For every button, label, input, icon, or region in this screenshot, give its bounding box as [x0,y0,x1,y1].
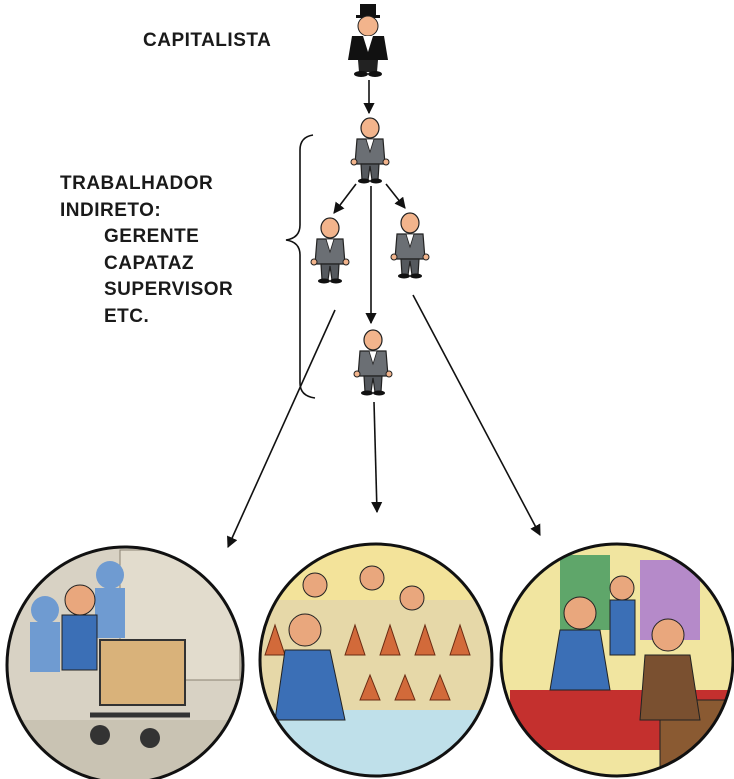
foreman-figure [310,217,350,285]
role-capataz: CAPATAZ [104,252,195,274]
arrow [371,401,383,514]
capitalist-figure [348,4,388,77]
indirect-worker-title-line1: TRABALHADOR [60,173,214,194]
supervisor-figure [390,212,430,280]
role-gerente: GERENTE [104,226,200,247]
shop-worker-scene [501,544,733,776]
capitalist-label: CAPITALISTA [143,30,272,51]
arrow [412,294,541,536]
arrow [333,183,357,214]
role-etc: ETC. [104,305,150,327]
indirect-worker-title-line2: INDIRETO: [60,199,162,221]
manager-figure [350,117,390,185]
role-supervisor: SUPERVISOR [104,279,234,300]
brace [285,134,316,399]
overseer-figure [353,329,393,397]
arrow [227,309,336,549]
indirect-worker-label: TRABALHADOR INDIRETO: GERENTE CAPATAZ SU… [60,171,233,330]
arrow [385,183,406,209]
factory-worker-scene [260,544,492,776]
